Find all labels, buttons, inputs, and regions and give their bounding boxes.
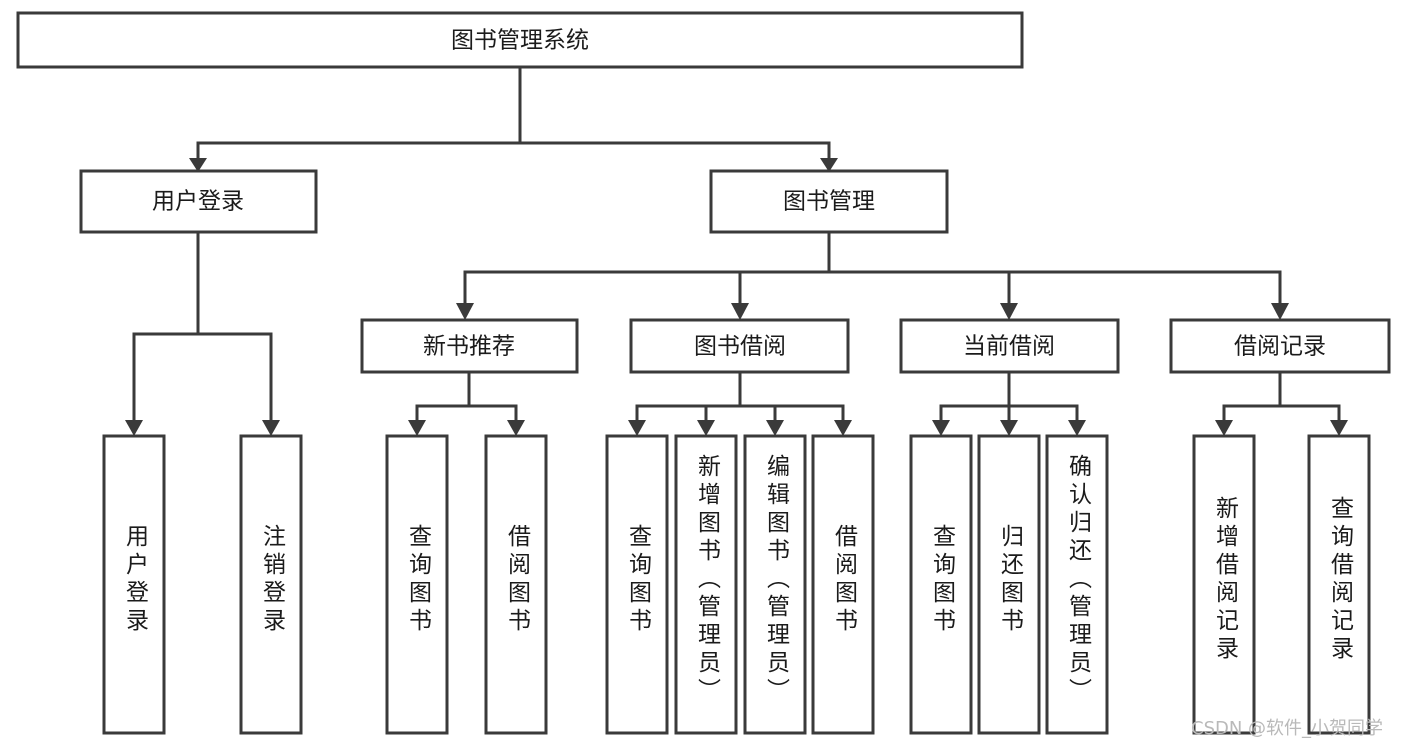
node-label-current-borrow: 当前借阅 <box>963 334 1055 360</box>
node-leaf-add-record[interactable]: 新增借阅记录 <box>1192 434 1256 735</box>
node-label-leaf-add-book: 新增图书（管理员） <box>694 454 722 706</box>
node-label-leaf-query-book-3: 查询图书 <box>929 524 957 636</box>
node-label-leaf-add-record: 新增借阅记录 <box>1212 496 1240 664</box>
node-label-leaf-edit-book: 编辑图书（管理员） <box>763 454 791 706</box>
node-leaf-add-book[interactable]: 新增图书（管理员） <box>674 434 738 735</box>
node-rect-book-borrow <box>629 318 850 374</box>
arrow-head-leaf-logout-login <box>262 420 280 436</box>
arrow-head-leaf-add-record <box>1215 420 1233 436</box>
node-leaf-user-login[interactable]: 用户登录 <box>102 434 166 735</box>
node-borrow-record[interactable]: 借阅记录 <box>1169 318 1391 374</box>
node-leaf-query-book-3[interactable]: 查询图书 <box>909 434 973 735</box>
node-label-leaf-logout-login: 注销登录 <box>259 524 287 636</box>
node-rect-leaf-query-book-3 <box>909 434 973 735</box>
node-leaf-query-book-2[interactable]: 查询图书 <box>605 434 669 735</box>
node-label-user-login: 用户登录 <box>152 189 244 215</box>
node-rect-leaf-query-book-2 <box>605 434 669 735</box>
node-label-leaf-borrow-book-2: 借阅图书 <box>831 524 859 636</box>
arrow-head-leaf-query-book-3 <box>932 420 950 436</box>
arrow-head-leaf-borrow-book-2 <box>834 420 852 436</box>
node-rect-leaf-query-book-1 <box>385 434 449 735</box>
arrow-head-book-manage <box>820 158 838 172</box>
node-book-management-system[interactable]: 图书管理系统 <box>16 11 1024 69</box>
node-leaf-logout-login[interactable]: 注销登录 <box>239 434 303 735</box>
node-rect-leaf-logout-login <box>239 434 303 735</box>
node-rect-leaf-return-book <box>977 434 1041 735</box>
arrow-head-borrow-record <box>1271 303 1289 320</box>
arrow-head-leaf-add-book <box>697 420 715 436</box>
arrow-head-leaf-borrow-book-1 <box>507 420 525 436</box>
node-label-leaf-borrow-book-1: 借阅图书 <box>504 524 532 636</box>
node-label-leaf-confirm-return: 确认归还（管理员） <box>1065 454 1093 706</box>
node-label-book-manage: 图书管理 <box>783 189 875 215</box>
node-rect-leaf-borrow-book-2 <box>811 434 875 735</box>
arrow-head-leaf-confirm-return <box>1068 420 1086 436</box>
arrow-head-user-login <box>189 158 207 172</box>
node-rect-current-borrow <box>899 318 1120 374</box>
arrow-head-leaf-return-book <box>1000 420 1018 436</box>
node-leaf-query-record[interactable]: 查询借阅记录 <box>1307 434 1371 735</box>
node-book-manage[interactable]: 图书管理 <box>709 169 949 234</box>
node-user-login[interactable]: 用户登录 <box>79 169 318 234</box>
node-rect-leaf-add-record <box>1192 434 1256 735</box>
node-leaf-query-book-1[interactable]: 查询图书 <box>385 434 449 735</box>
node-leaf-confirm-return[interactable]: 确认归还（管理员） <box>1045 434 1109 735</box>
node-leaf-edit-book[interactable]: 编辑图书（管理员） <box>743 434 807 735</box>
node-book-borrow[interactable]: 图书借阅 <box>629 318 850 374</box>
node-label-leaf-query-book-2: 查询图书 <box>625 524 653 636</box>
node-leaf-return-book[interactable]: 归还图书 <box>977 434 1041 735</box>
node-rect-book-manage <box>709 169 949 234</box>
node-new-book-recommend[interactable]: 新书推荐 <box>360 318 579 374</box>
node-rect-leaf-query-record <box>1307 434 1371 735</box>
node-label-borrow-record: 借阅记录 <box>1234 334 1326 360</box>
node-rect-leaf-add-book <box>674 434 738 735</box>
node-label-root: 图书管理系统 <box>451 28 589 54</box>
arrow-head-leaf-query-book-2 <box>628 420 646 436</box>
arrow-head-current-borrow <box>1000 303 1018 320</box>
arrow-head-new-book-recommend <box>456 303 474 320</box>
node-rect-borrow-record <box>1169 318 1391 374</box>
arrow-head-leaf-user-login <box>125 420 143 436</box>
node-rect-leaf-edit-book <box>743 434 807 735</box>
node-rect-leaf-borrow-book-1 <box>484 434 548 735</box>
arrow-head-leaf-query-book-1 <box>408 420 426 436</box>
arrow-head-leaf-query-record <box>1330 420 1348 436</box>
node-leaf-borrow-book-2[interactable]: 借阅图书 <box>811 434 875 735</box>
node-current-borrow[interactable]: 当前借阅 <box>899 318 1120 374</box>
node-rect-leaf-confirm-return <box>1045 434 1109 735</box>
node-rect-leaf-user-login <box>102 434 166 735</box>
connectors <box>125 65 1348 436</box>
node-label-leaf-user-login: 用户登录 <box>122 524 150 636</box>
node-rect-root <box>16 11 1024 69</box>
arrow-head-book-borrow <box>731 303 749 320</box>
node-rect-new-book-recommend <box>360 318 579 374</box>
node-label-book-borrow: 图书借阅 <box>694 334 786 360</box>
node-rect-user-login <box>79 169 318 234</box>
node-label-leaf-query-book-1: 查询图书 <box>405 524 433 636</box>
node-label-leaf-query-record: 查询借阅记录 <box>1327 496 1355 664</box>
node-label-leaf-return-book: 归还图书 <box>997 524 1025 636</box>
arrow-head-leaf-edit-book <box>766 420 784 436</box>
node-label-new-book-recommend: 新书推荐 <box>423 334 515 360</box>
node-leaf-borrow-book-1[interactable]: 借阅图书 <box>484 434 548 735</box>
